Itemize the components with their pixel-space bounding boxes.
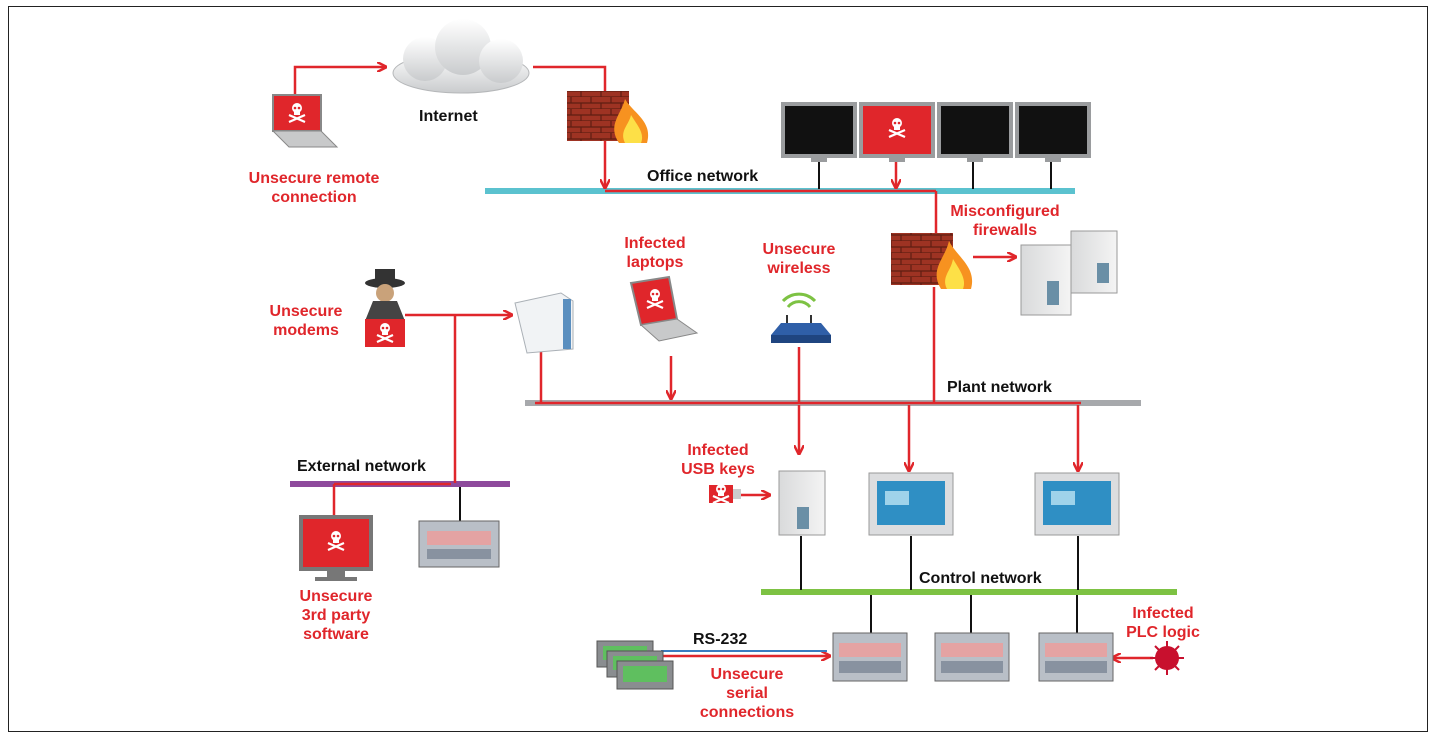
control-network-bar xyxy=(761,589,1177,595)
unsecure-wireless-label-line1: Unsecure xyxy=(763,241,836,258)
unsecure-remote-label-line2: connection xyxy=(271,189,356,206)
usb-key-icon xyxy=(709,482,741,505)
threat-paths xyxy=(293,67,1153,658)
touch-panel-icon xyxy=(1034,472,1120,536)
infected-monitor-icon xyxy=(299,515,373,581)
wired-connectors xyxy=(459,161,1079,633)
infected-plc-label-line2: PLC logic xyxy=(1126,624,1200,641)
infected-usb-label-line1: Infected xyxy=(687,442,748,459)
infected-laptops-label-line2: laptops xyxy=(627,254,684,271)
plc-icon xyxy=(832,632,908,682)
monitor-icon xyxy=(781,102,857,162)
infected-plc-label-line1: Infected xyxy=(1132,605,1193,622)
cloud-icon xyxy=(392,19,530,94)
external-network-label: External network xyxy=(297,458,426,475)
unsecure-modems-label-line1: Unsecure xyxy=(270,303,343,320)
misconfigured-firewalls-label-line2: firewalls xyxy=(973,222,1037,239)
server-icon xyxy=(1070,230,1118,294)
hacker-icon xyxy=(365,269,405,347)
unsecure-3rd-party-label-line3: software xyxy=(303,626,369,643)
unsecure-serial-label-line1: Unsecure xyxy=(711,666,784,683)
hmi-panel-icon xyxy=(596,640,674,690)
touch-panel-icon xyxy=(868,472,954,536)
server-icon xyxy=(1020,244,1072,316)
rs232-label: RS-232 xyxy=(693,631,747,648)
unsecure-wireless-label-line2: wireless xyxy=(766,260,830,277)
modem-icon xyxy=(514,292,574,354)
plant-network-label: Plant network xyxy=(947,379,1052,396)
control-network-label: Control network xyxy=(919,570,1042,587)
diagram-frame: Internet Office network Plant network Ex… xyxy=(8,6,1428,732)
infected-monitor-icon xyxy=(859,102,935,162)
infected-laptop-icon xyxy=(629,275,699,342)
wireless-router-icon xyxy=(771,292,831,343)
network-threat-diagram: Internet Office network Plant network Ex… xyxy=(249,19,1200,721)
monitor-icon xyxy=(1015,102,1091,162)
misconfigured-firewall-icon xyxy=(891,233,973,289)
plc-icon xyxy=(1038,632,1114,682)
unsecure-3rd-party-label-line2: 3rd party xyxy=(302,607,371,624)
unsecure-serial-label-line2: serial xyxy=(726,685,768,702)
unsecure-serial-label-line3: connections xyxy=(700,704,794,721)
unsecure-remote-label-line1: Unsecure remote xyxy=(249,170,380,187)
plant-server-icon xyxy=(778,470,826,536)
unsecure-modems-label-line2: modems xyxy=(273,322,339,339)
unsecure-3rd-party-label-line1: Unsecure xyxy=(300,588,373,605)
laptop-icon xyxy=(271,94,339,148)
virus-icon xyxy=(1150,641,1184,675)
plc-icon xyxy=(418,520,500,568)
misconfigured-firewalls-label-line1: Misconfigured xyxy=(950,203,1059,220)
office-network-label: Office network xyxy=(647,168,758,185)
internet-label: Internet xyxy=(419,108,478,125)
monitor-icon xyxy=(937,102,1013,162)
plc-icon xyxy=(934,632,1010,682)
infected-laptops-label-line1: Infected xyxy=(624,235,685,252)
firewall-icon xyxy=(567,91,649,143)
infected-usb-label-line2: USB keys xyxy=(681,461,755,478)
